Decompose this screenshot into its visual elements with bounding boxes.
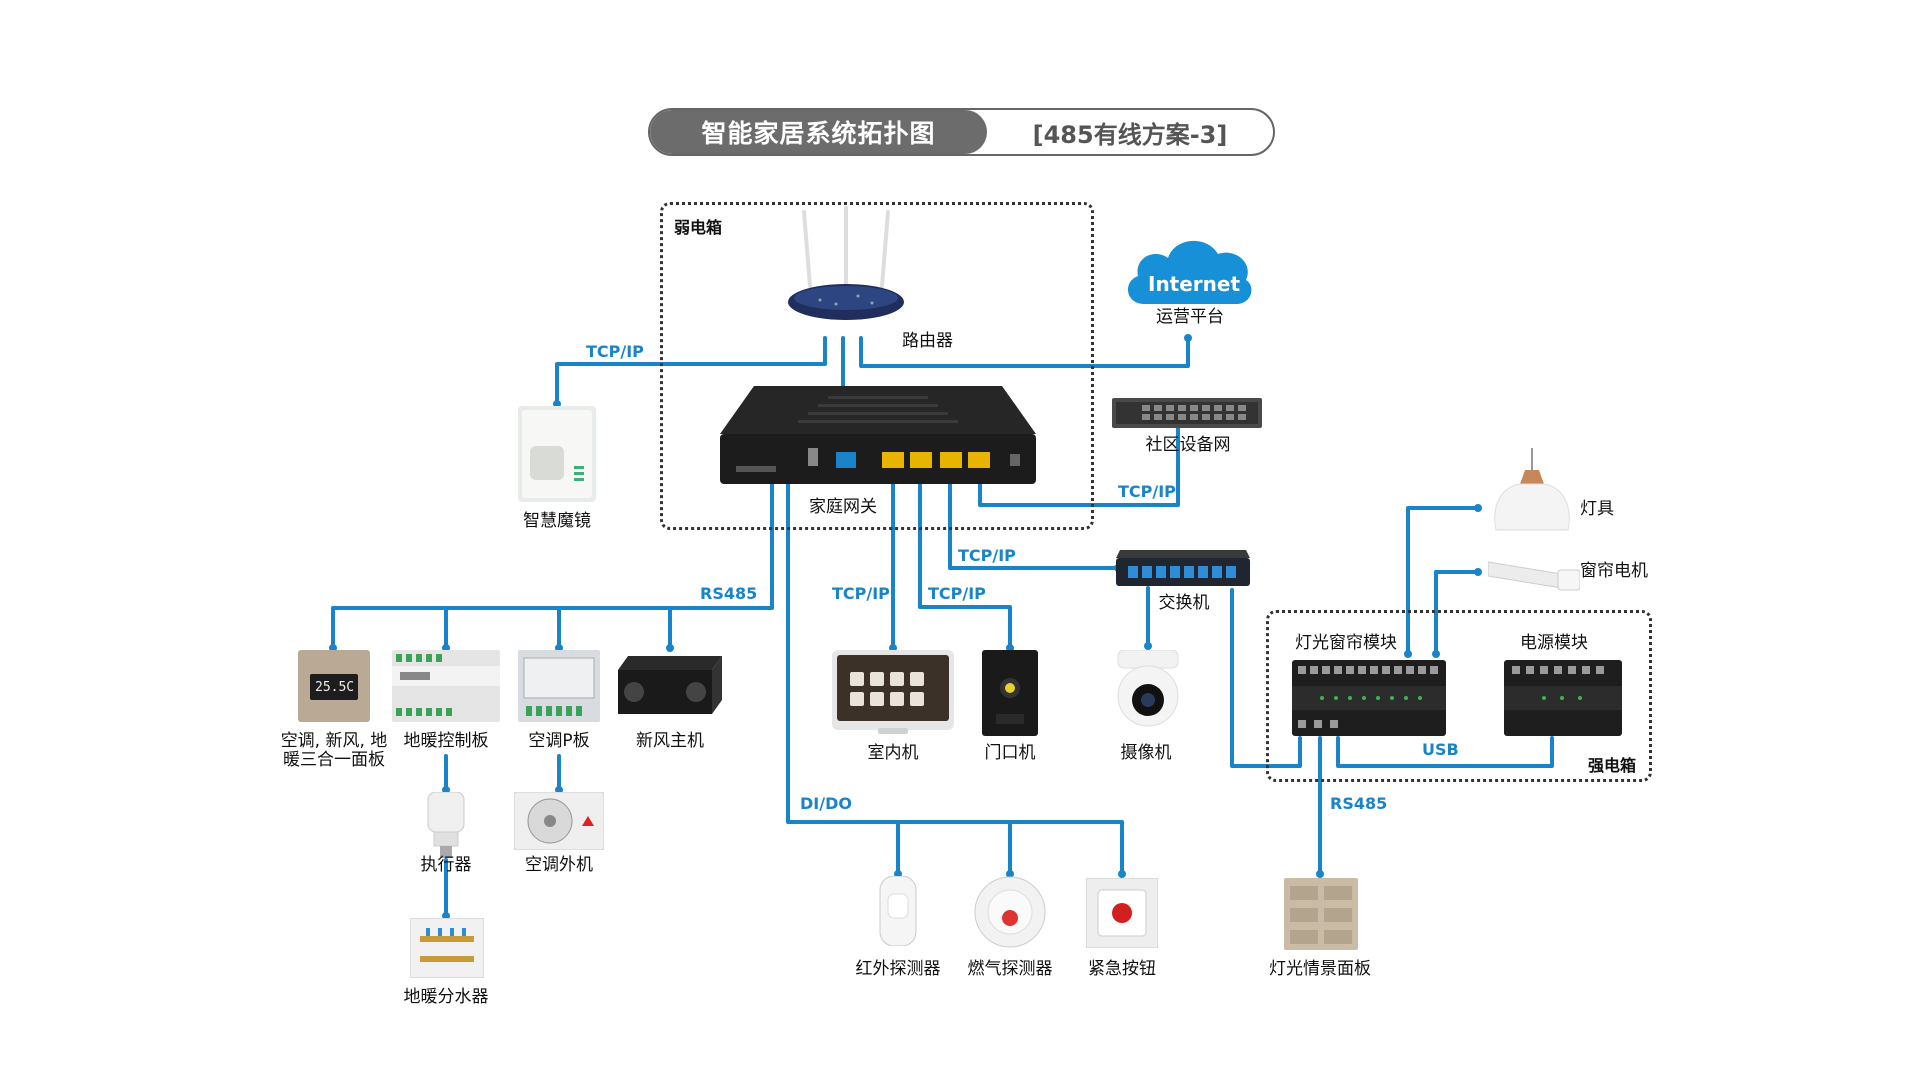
curtain-label: 窗帘电机 [1580, 561, 1648, 581]
diagram-subtitle: [485有线方案-3] [1032, 120, 1228, 149]
mirror-icon [518, 406, 596, 502]
tcpip-tag-mirror: TCP/IP [586, 342, 644, 361]
community-label: 社区设备网 [1145, 435, 1231, 455]
title-pill: 智能家居系统拓扑图 [485有线方案-3] [648, 108, 1275, 156]
door-label: 门口机 [984, 743, 1036, 763]
usb-tag: USB [1422, 740, 1459, 759]
weak-box-label: 弱电箱 [674, 218, 723, 237]
indoor-label: 室内机 [867, 743, 919, 763]
panel3in1-label: 空调, 新风, 地 暖三合一面板 [280, 731, 388, 770]
line-gateway-switch [948, 476, 1120, 570]
ac-outdoor-icon [514, 792, 604, 850]
tcpip-tag-switch: TCP/IP [958, 546, 1016, 565]
gateway-label: 家庭网关 [809, 497, 877, 517]
ir-detector-icon [879, 876, 917, 946]
lamp-icon [1494, 448, 1570, 531]
tcpip-tag-indoor: TCP/IP [832, 584, 890, 603]
switch-icon [1116, 550, 1250, 586]
manifold-label: 地暖分水器 [403, 987, 489, 1007]
acpboard-label: 空调P板 [528, 731, 590, 751]
light-module-icon [1292, 660, 1446, 736]
ac-board-icon [518, 650, 600, 722]
sos-label: 紧急按钮 [1088, 959, 1156, 979]
thermostat-readout: 25.5C [315, 680, 355, 695]
powermod-label: 电源模块 [1520, 633, 1588, 653]
mirror-label: 智慧魔镜 [523, 511, 591, 531]
actuator-icon [427, 792, 465, 858]
cloud-icon [1127, 240, 1252, 304]
tcpip-tag-community: TCP/IP [1118, 482, 1176, 501]
line-dido-bus [786, 470, 1124, 876]
router-icon [788, 206, 904, 320]
weak-box [660, 202, 1094, 530]
floorboard-label: 地暖控制板 [403, 731, 489, 751]
line-router-internet [859, 336, 1190, 368]
gas-label: 燃气探测器 [967, 959, 1053, 979]
thermostat-panel-icon [298, 650, 370, 722]
camera-icon [1117, 650, 1179, 727]
floor-board-icon [392, 650, 500, 722]
gateway-icon [720, 386, 1036, 484]
rs485-tag-bus: RS485 [700, 584, 758, 603]
rs485-tag-scene: RS485 [1330, 794, 1388, 813]
line-lamp [1406, 506, 1480, 656]
lightmod-label: 灯光窗帘模块 [1295, 633, 1397, 653]
manifold-icon [410, 918, 484, 978]
scenepanel-label: 灯光情景面板 [1269, 959, 1371, 979]
acout-label: 空调外机 [525, 855, 593, 875]
indoor-unit-icon [832, 650, 954, 734]
gas-detector-icon [974, 876, 1046, 948]
diagram-title: 智能家居系统拓扑图 [650, 110, 987, 154]
community-device-icon [1112, 398, 1262, 428]
switch-label: 交换机 [1158, 593, 1210, 613]
curtain-motor-icon [1488, 561, 1580, 591]
strong-box-label: 强电箱 [1588, 756, 1637, 775]
line-usb [1336, 736, 1554, 768]
dido-tag: DI/DO [800, 794, 852, 813]
sos-button-icon [1086, 878, 1158, 948]
strong-box [1266, 610, 1652, 782]
internet-text: Internet [1148, 272, 1241, 296]
internet-label: 运营平台 [1156, 307, 1224, 327]
lamp-label: 灯具 [1580, 499, 1614, 519]
line-router-mirror [555, 336, 827, 406]
camera-label: 摄像机 [1120, 743, 1172, 763]
router-label: 路由器 [902, 331, 953, 351]
tcpip-tag-door: TCP/IP [928, 584, 986, 603]
actuator-label: 执行器 [420, 855, 472, 875]
line-gateway-community [978, 426, 1180, 507]
scene-panel-icon [1284, 878, 1358, 950]
ir-label: 红外探测器 [855, 959, 941, 979]
fresh-air-icon [618, 656, 722, 714]
door-unit-icon [982, 650, 1038, 736]
power-module-icon [1504, 660, 1622, 736]
line-rs485-bus [331, 470, 774, 650]
line-gateway-door [918, 476, 1012, 650]
line-curtain [1434, 570, 1480, 656]
freshair-label: 新风主机 [636, 731, 704, 751]
